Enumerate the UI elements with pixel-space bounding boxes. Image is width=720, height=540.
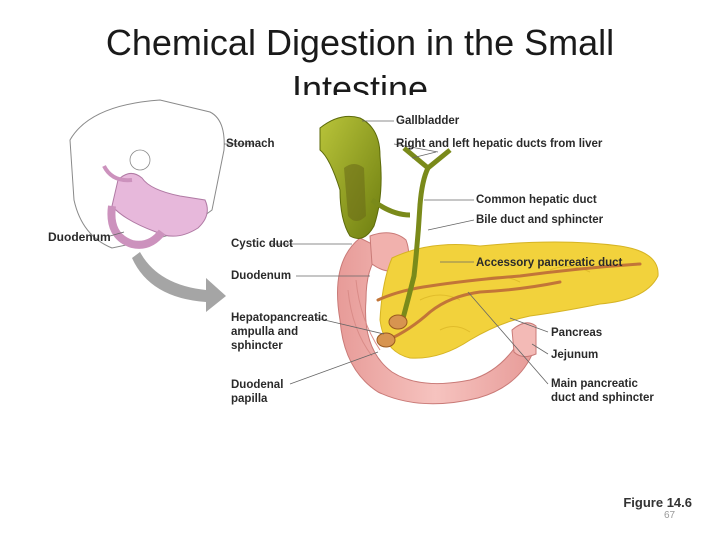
sphincter-rings [376, 314, 408, 348]
label-hepatopancreatic-3: sphincter [231, 340, 283, 352]
figure-caption: Figure 14.6 [623, 495, 692, 510]
label-gallbladder: Gallbladder [396, 115, 460, 127]
stomach-sketch [111, 173, 208, 237]
label-hepatopancreatic-2: ampulla and [231, 326, 299, 338]
label-stomach: Stomach [226, 138, 275, 150]
curved-arrow-icon [132, 252, 226, 312]
label-duodenal-papilla-1: Duodenal [231, 379, 284, 391]
page-number: 67 [664, 510, 676, 521]
pancreatic-ducts [376, 202, 642, 342]
label-pancreas: Pancreas [551, 327, 603, 339]
label-cystic-duct: Cystic duct [231, 238, 293, 250]
label-jejunum: Jejunum [551, 349, 599, 361]
label-main-pancreatic-duct-2: duct and sphincter [551, 392, 654, 404]
label-accessory-pancreatic-duct: Accessory pancreatic duct [476, 257, 623, 269]
duodenum-sketch [107, 205, 166, 249]
leader-lines [109, 120, 549, 385]
label-duodenum: Duodenum [231, 270, 292, 282]
gallbladder-shape [319, 115, 452, 239]
label-duodenal-papilla-2: papilla [231, 393, 268, 405]
title-line-2: Intestine [291, 68, 429, 95]
label-hepatic-ducts: Right and left hepatic ducts from liver [396, 138, 603, 150]
label-duodenum-inset: Duodenum [48, 230, 111, 244]
label-bile-duct: Bile duct and sphincter [476, 214, 604, 226]
title-line-1: Chemical Digestion in the Small [105, 22, 615, 63]
label-common-hepatic-duct: Common hepatic duct [476, 194, 597, 206]
label-main-pancreatic-duct-1: Main pancreatic [551, 378, 638, 390]
inset-sketch [69, 99, 225, 249]
duodenum-shape [337, 232, 537, 405]
label-hepatopancreatic-1: Hepatopancreatic [231, 312, 328, 324]
liver-outline [69, 99, 225, 249]
slide-title: Chemical Digestion in the Small Intestin… [0, 20, 720, 95]
